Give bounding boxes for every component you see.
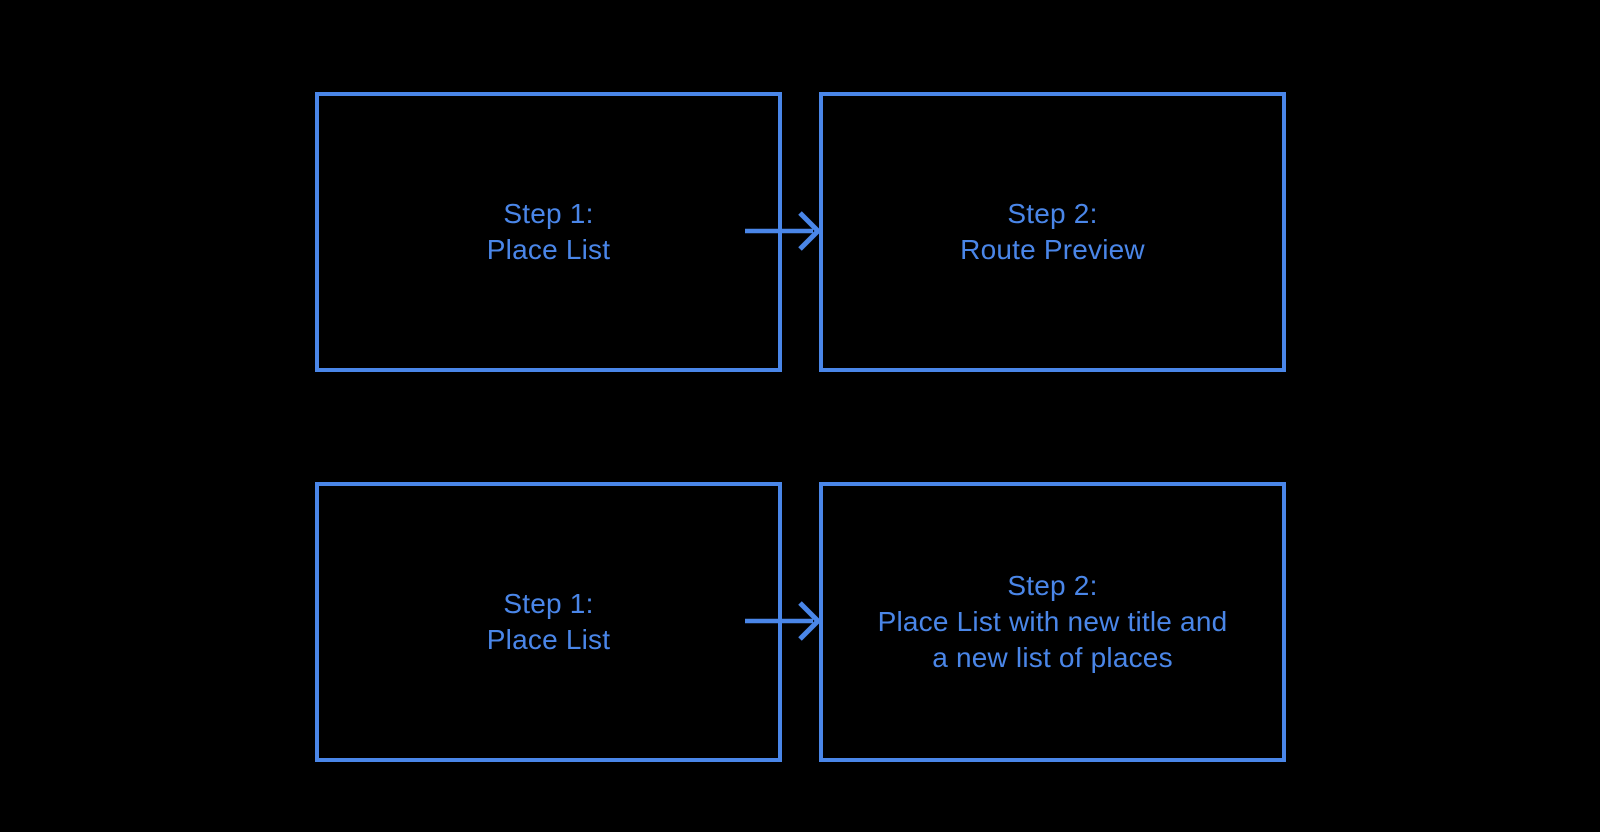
box-line: Place List bbox=[486, 234, 611, 265]
box-line: Place List with new title and bbox=[877, 606, 1228, 637]
box-line: a new list of places bbox=[932, 642, 1173, 673]
box-line: Route Preview bbox=[960, 234, 1145, 265]
flow2-step1-box: Step 1: Place List bbox=[315, 482, 782, 762]
flow2-step2-box: Step 2: Place List with new title and a … bbox=[819, 482, 1286, 762]
box-line: Step 1: bbox=[503, 588, 594, 619]
box-line: Step 1: bbox=[503, 198, 594, 229]
flow1-step1-box: Step 1: Place List bbox=[315, 92, 782, 372]
box-line: Place List bbox=[486, 624, 611, 655]
flow1-step2-box: Step 2: Route Preview bbox=[819, 92, 1286, 372]
box-line: Step 2: bbox=[1007, 570, 1098, 601]
box-line: Step 2: bbox=[1007, 198, 1098, 229]
